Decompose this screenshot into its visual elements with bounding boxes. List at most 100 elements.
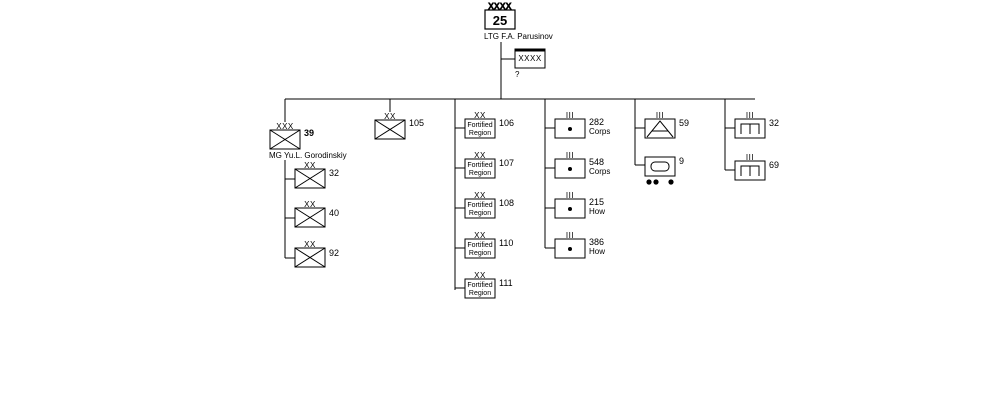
air-defense-regiment-59[interactable]: III 59 (644, 111, 689, 139)
fr-106-line1: Fortified (467, 122, 492, 129)
attached-echelon: XXXX (518, 54, 542, 63)
division-32-number: 32 (329, 168, 339, 178)
fr-108-line2: Region (469, 210, 491, 217)
engineer-regiment-69[interactable]: III 69 (734, 153, 779, 181)
division-32-symbol (294, 168, 326, 189)
arty-386-symbol (554, 238, 586, 259)
fortified-region-108[interactable]: XX Fortified Region 108 (464, 191, 514, 219)
corps-echelon: XXX (276, 122, 294, 131)
arty-282-echelon: III (566, 111, 574, 120)
division-32[interactable]: XX 32 (294, 161, 339, 189)
infantry-cross-b (294, 247, 326, 268)
artillery-regiment-282[interactable]: III 282 Corps (554, 111, 610, 139)
train-wheel-icon (668, 179, 674, 185)
fr-110-echelon: XX (474, 231, 486, 240)
artillery-regiment-215[interactable]: III 215 How (554, 191, 605, 219)
fr-110-number: 110 (499, 238, 513, 248)
eng-32-number: 32 (769, 118, 779, 128)
fr-110-line1: Fortified (467, 242, 492, 249)
artillery-dot-icon (568, 207, 572, 211)
division-40[interactable]: XX 40 (294, 200, 339, 228)
fr-111-number: 111 (499, 278, 513, 288)
army-hq[interactable]: XXXX 25 LTG F.A. Parusinov (484, 2, 553, 42)
fr-106-symbol (464, 118, 496, 139)
fr-108-line1: Fortified (467, 202, 492, 209)
attached-number: ? (515, 70, 520, 79)
fr-107-number: 107 (499, 158, 514, 168)
corps-symbol (269, 129, 301, 150)
fr-107-line2: Region (469, 170, 491, 177)
fr-110-symbol (464, 238, 496, 259)
train-wheel-icon (646, 179, 652, 185)
infantry-cross-b (294, 207, 326, 228)
eng-69-number: 69 (769, 160, 779, 170)
armor-track-icon (650, 161, 670, 172)
fr-106-number: 106 (499, 118, 514, 128)
eng-32-symbol (734, 118, 766, 139)
fr-108-symbol (464, 198, 496, 219)
division-92-number: 92 (329, 248, 339, 258)
fr-111-echelon: XX (474, 271, 486, 280)
army-commander: LTG F.A. Parusinov (484, 32, 553, 41)
arty-548-number: 548 (589, 157, 604, 167)
arty-215-number: 215 (589, 197, 604, 207)
engineer-icon (740, 165, 760, 176)
fr-107-symbol (464, 158, 496, 179)
infantry-cross-b (294, 168, 326, 189)
fortified-region-111[interactable]: XX Fortified Region 111 (464, 271, 513, 299)
fr-106-echelon: XX (474, 111, 486, 120)
infantry-cross-b (269, 129, 301, 150)
air-defense-icon (646, 120, 674, 138)
fr-108-number: 108 (499, 198, 514, 208)
arty-215-symbol (554, 198, 586, 219)
army-symbol (484, 9, 516, 30)
artillery-regiment-548[interactable]: III 548 Corps (554, 151, 610, 179)
division-92-symbol (294, 247, 326, 268)
arty-215-type: How (589, 207, 605, 216)
fortified-region-107[interactable]: XX Fortified Region 107 (464, 151, 514, 179)
arty-282-type: Corps (589, 127, 610, 136)
fr-108-echelon: XX (474, 191, 486, 200)
armored-train-9[interactable]: 9 (644, 156, 684, 185)
army-echelon: XXXX (488, 2, 512, 11)
fortified-region-106[interactable]: XX Fortified Region 106 (464, 111, 514, 139)
arty-548-symbol (554, 158, 586, 179)
division-105-symbol (374, 119, 406, 140)
attached-army-unknown[interactable]: XXXX ? (514, 48, 546, 79)
arty-548-echelon: III (566, 151, 574, 160)
arty-215-echelon: III (566, 191, 574, 200)
division-40-number: 40 (329, 208, 339, 218)
division-105[interactable]: XX 105 (374, 112, 424, 140)
eng-32-echelon: III (746, 111, 754, 120)
train-wheel-icon (653, 179, 659, 185)
infantry-cross-b (374, 119, 406, 140)
division-92[interactable]: XX 92 (294, 240, 339, 268)
ad-59-number: 59 (679, 118, 689, 128)
fr-106-line2: Region (469, 130, 491, 137)
fortified-region-110[interactable]: XX Fortified Region 110 (464, 231, 513, 259)
army-number: 25 (493, 13, 507, 28)
corps-39[interactable]: XXX 39 MG Yu.L. Gorodinskiy (269, 122, 347, 160)
division-40-symbol (294, 207, 326, 228)
fr-111-line2: Region (469, 290, 491, 297)
arty-386-number: 386 (589, 237, 604, 247)
artillery-regiment-386[interactable]: III 386 How (554, 231, 605, 259)
fr-111-line1: Fortified (467, 282, 492, 289)
ad-59-echelon: III (656, 111, 664, 120)
fr-107-line1: Fortified (467, 162, 492, 169)
engineer-regiment-32[interactable]: III 32 (734, 111, 779, 139)
artillery-dot-icon (568, 167, 572, 171)
division-105-number: 105 (409, 118, 424, 128)
arty-386-type: How (589, 247, 605, 256)
fr-111-symbol (464, 278, 496, 299)
fr-107-echelon: XX (474, 151, 486, 160)
division-40-echelon: XX (304, 200, 316, 209)
arty-282-number: 282 (589, 117, 604, 127)
arty-548-type: Corps (589, 167, 610, 176)
arty-282-symbol (554, 118, 586, 139)
division-92-echelon: XX (304, 240, 316, 249)
arty-386-echelon: III (566, 231, 574, 240)
division-105-echelon: XX (384, 112, 396, 121)
train-symbol (644, 156, 676, 177)
